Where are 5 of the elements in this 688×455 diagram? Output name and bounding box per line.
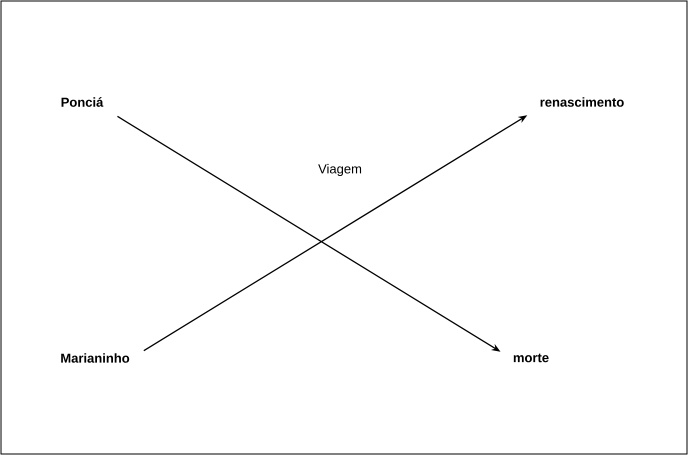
word-label: renascimento: [540, 97, 624, 107]
word-label: Marianinho: [61, 353, 130, 363]
text-label: Viagem: [318, 164, 362, 176]
word-label: morte: [514, 354, 549, 362]
word-label: Ponciá: [62, 97, 104, 107]
